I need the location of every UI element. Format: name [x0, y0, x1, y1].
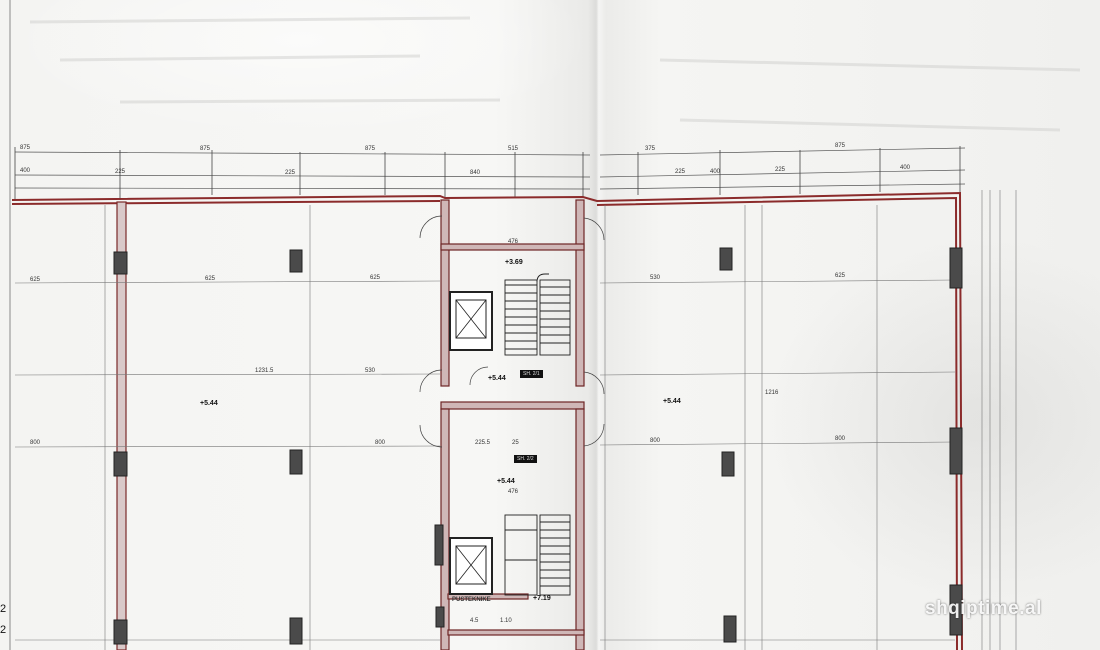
door-swings	[419, 215, 605, 448]
dim-label: 800	[650, 438, 661, 444]
stairs-2	[504, 514, 571, 596]
dim-label: 400	[20, 168, 31, 174]
dim-label: 25	[512, 440, 519, 446]
page-number: 2	[0, 603, 7, 615]
level-marker: +5.44	[200, 400, 218, 407]
watermark-logo: shqiptime.al	[925, 598, 1042, 619]
dim-label: 515	[508, 146, 519, 152]
dim-label: 1231.5	[255, 368, 274, 374]
dim-label: 800	[835, 436, 846, 442]
dim-label: 875	[835, 143, 846, 149]
dim-label: 1.10	[500, 618, 512, 624]
dim-label: 400	[900, 165, 911, 171]
structural-columns	[113, 247, 963, 645]
dim-label: 625	[205, 276, 216, 282]
dim-label: 4.5	[470, 618, 479, 624]
dim-label: 530	[650, 275, 661, 281]
dimension-ticks	[14, 146, 961, 200]
ghost-text-lines	[29, 16, 1081, 132]
dim-label: 875	[20, 145, 31, 151]
dim-label: 225.5	[475, 440, 491, 446]
page-fold	[588, 0, 606, 650]
dim-label: 875	[365, 146, 376, 152]
dim-label: 800	[30, 440, 41, 446]
dim-label: 225	[675, 169, 686, 175]
dim-label: 225	[775, 167, 786, 173]
dim-label: 530	[365, 368, 376, 374]
dim-label: 875	[200, 146, 211, 152]
elevator-2	[449, 537, 493, 595]
dim-label: 476	[508, 489, 519, 495]
dim-label: 476	[508, 239, 519, 245]
dim-label: 625	[30, 277, 41, 283]
room-label: PUSTEKNIKE	[452, 597, 491, 603]
interior-grid	[14, 190, 1017, 650]
dim-label: 375	[645, 146, 656, 152]
page-number: 2	[0, 624, 7, 636]
dim-label: 1216	[765, 390, 779, 396]
dim-label: 225	[285, 170, 296, 176]
level-marker: +5.44	[488, 375, 506, 382]
core-walls	[440, 199, 585, 650]
dim-label: 400	[710, 169, 721, 175]
level-marker: +3.69	[505, 259, 523, 266]
outer-walls	[11, 191, 963, 650]
dim-label: 840	[470, 170, 481, 176]
dim-label: 625	[370, 275, 381, 281]
section-tag: SH. 2/2	[514, 455, 537, 463]
level-marker: +5.44	[663, 398, 681, 405]
dim-label: 800	[375, 440, 386, 446]
level-marker: +5.44	[497, 478, 515, 485]
elevator-1	[449, 291, 493, 351]
stairs-1	[504, 273, 571, 356]
section-tag: SH. 2/1	[520, 370, 543, 378]
dimension-lines	[14, 147, 966, 190]
dim-label: 625	[835, 273, 846, 279]
dim-label: 225	[115, 169, 126, 175]
level-marker: +7.19	[533, 595, 551, 602]
